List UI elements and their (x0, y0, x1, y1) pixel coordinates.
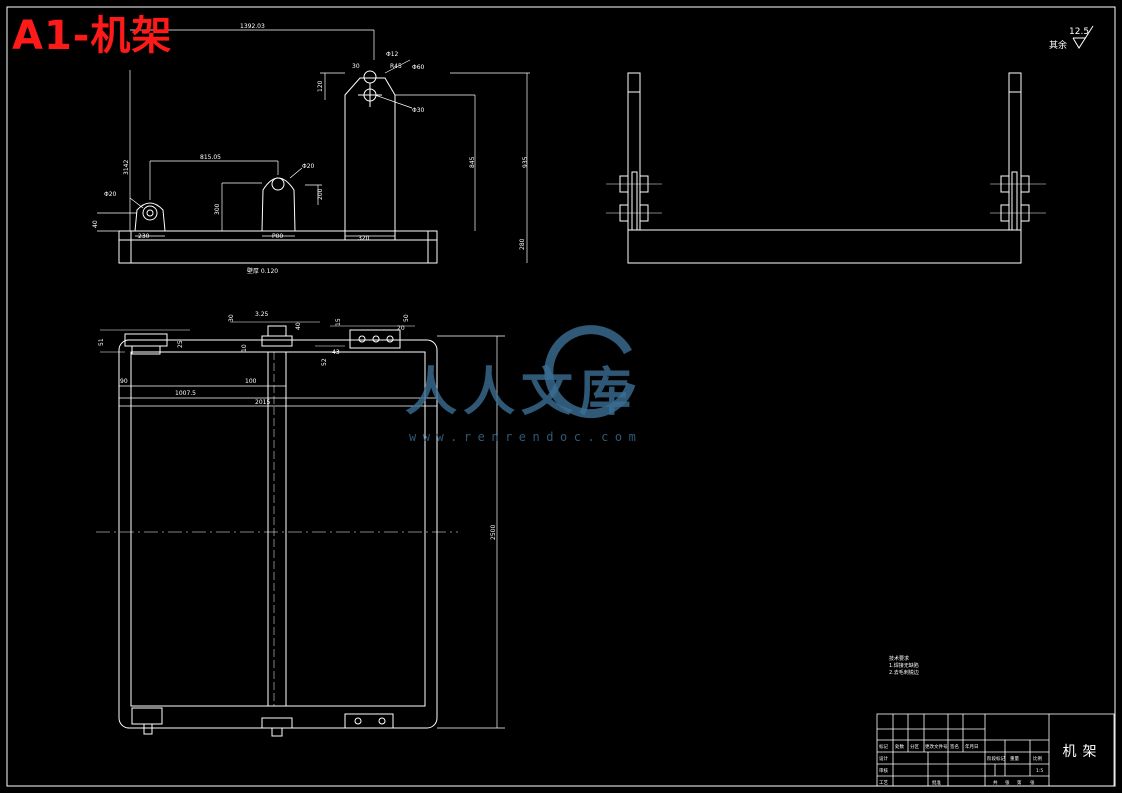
dim-50: 50 (403, 314, 410, 322)
tech-note-1: 1.焊接无缺陷 (889, 663, 919, 669)
tb-r-approve: 批准 (932, 779, 941, 786)
tb-h-count: 处数 (895, 743, 904, 750)
dim-40: 40 (295, 322, 302, 330)
dim-120: 120 (317, 80, 324, 92)
dim-30: 30 (352, 63, 360, 70)
dim-51: 51 (98, 338, 105, 346)
title-block (876, 713, 1115, 787)
part-name: 机架 (1062, 744, 1103, 760)
sheet-border (6, 6, 1116, 787)
tb-f-scale: 比例 (1033, 755, 1042, 762)
front-view (97, 29, 530, 264)
tb-h-mark: 标记 (879, 743, 888, 750)
tb-f-stage: 阶段标记 (987, 755, 1005, 762)
tb-r-review: 审核 (879, 767, 888, 774)
tb-f-weight: 重量 (1010, 755, 1019, 762)
tb-s-sheet2: 张 (1030, 779, 1035, 786)
sheet-title: A1-机架 (12, 13, 173, 59)
side-view (606, 72, 1046, 264)
dim-phi20-left: Φ20 (104, 191, 117, 198)
dim-2500: 2500 (490, 525, 497, 540)
dim-25: 25 (177, 340, 184, 348)
dim-40: 40 (92, 220, 99, 228)
top-view (96, 321, 505, 737)
dim-15: 15 (335, 318, 342, 326)
dim-20: 20 (397, 325, 405, 332)
tb-s-total: 共 (993, 779, 998, 786)
dim-200: 200 (317, 188, 324, 200)
dim-2015: 2015 (255, 399, 270, 406)
dim-90: 90 (120, 378, 128, 385)
dim-935: 935 (522, 156, 529, 168)
dim-1007: 1007.5 (175, 390, 196, 397)
tb-s-no: 第 (1017, 779, 1022, 786)
dim-10: 10 (241, 344, 248, 352)
front-view-dims: 1392.03 815.05 Φ20 Φ20 Φ12 R45 Φ60 Φ30 3… (92, 23, 529, 275)
roughness-label: 其余 (1049, 41, 1068, 51)
tb-r-process: 工艺 (879, 780, 888, 786)
tb-h-date: 年月日 (965, 743, 979, 750)
dim-phi30: Φ30 (412, 107, 425, 114)
wall-thickness-note: 壁厚 0.120 (247, 267, 278, 275)
dim-p00: P00 (272, 233, 283, 240)
dim-280: 280 (519, 238, 526, 250)
dim-52: 52 (321, 358, 328, 366)
roughness-symbol (1072, 25, 1094, 49)
dim-815: 815.05 (200, 154, 221, 161)
tb-s-sheet1: 张 (1005, 779, 1010, 786)
dim-3-25: 3.25 (255, 311, 269, 318)
dim-30: 30 (228, 314, 235, 322)
dim-3142: 3142 (123, 160, 130, 175)
dim-320: 320 (358, 235, 370, 242)
tb-scale-value: 1:5 (1036, 768, 1043, 774)
tb-h-doc: 更改文件号 (925, 743, 948, 750)
dim-100: 100 (245, 378, 257, 385)
roughness-value: 12.5 (1069, 27, 1090, 37)
tech-notes: 技术要求 1.焊接无缺陷 2.去毛刺锐边 (889, 656, 919, 677)
tech-notes-title: 技术要求 (889, 656, 910, 662)
tb-h-zone: 分区 (910, 743, 919, 750)
tb-h-sign: 签名 (950, 743, 959, 750)
tb-r-design: 设计 (879, 755, 888, 762)
dim-300: 300 (214, 203, 221, 215)
dim-230: 230 (138, 233, 150, 240)
top-view-dims: 90 1007.5 2015 2500 100 50 30 20 25 15 5… (98, 311, 497, 540)
dim-43: 43 (332, 349, 340, 356)
dim-phi20-mid: Φ20 (302, 163, 315, 170)
dim-phi60: Φ60 (412, 64, 425, 71)
tech-note-2: 2.去毛刺锐边 (889, 670, 919, 676)
dim-phi12: Φ12 (386, 51, 399, 58)
dim-845: 845 (469, 156, 476, 168)
title-block-text: 标记 处数 分区 更改文件号 签名 年月日 阶段标记 重量 比例 1:5 设计 … (879, 743, 1043, 786)
dim-r45: R45 (390, 63, 402, 70)
dim-1392: 1392.03 (240, 23, 265, 30)
